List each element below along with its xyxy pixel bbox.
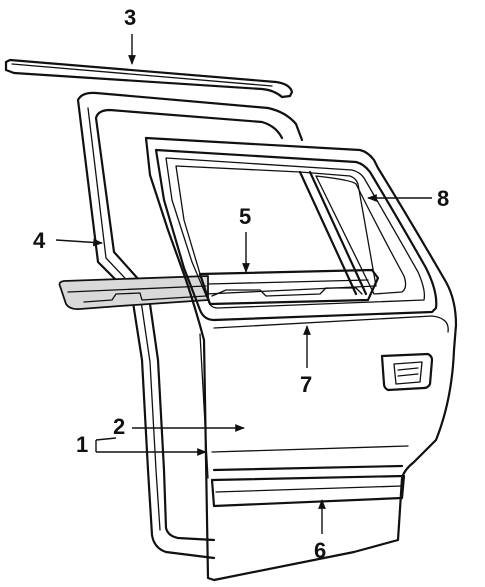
roof-molding-strip	[4, 58, 294, 99]
callout-4: 4	[33, 228, 46, 253]
callout-5: 5	[239, 204, 251, 229]
door-shell	[144, 136, 458, 582]
belt-molding-strip	[58, 275, 209, 311]
lower-side-molding	[210, 474, 406, 508]
door-handle	[380, 352, 434, 392]
door-weatherstrip-seal	[76, 91, 304, 560]
callout-6: 6	[314, 538, 326, 563]
callout-2: 2	[113, 414, 125, 439]
callout-3: 3	[124, 5, 136, 30]
callout-8: 8	[437, 186, 449, 211]
callout-7: 7	[300, 372, 312, 397]
leader-lines	[55, 34, 432, 534]
callout-1: 1	[76, 432, 88, 457]
